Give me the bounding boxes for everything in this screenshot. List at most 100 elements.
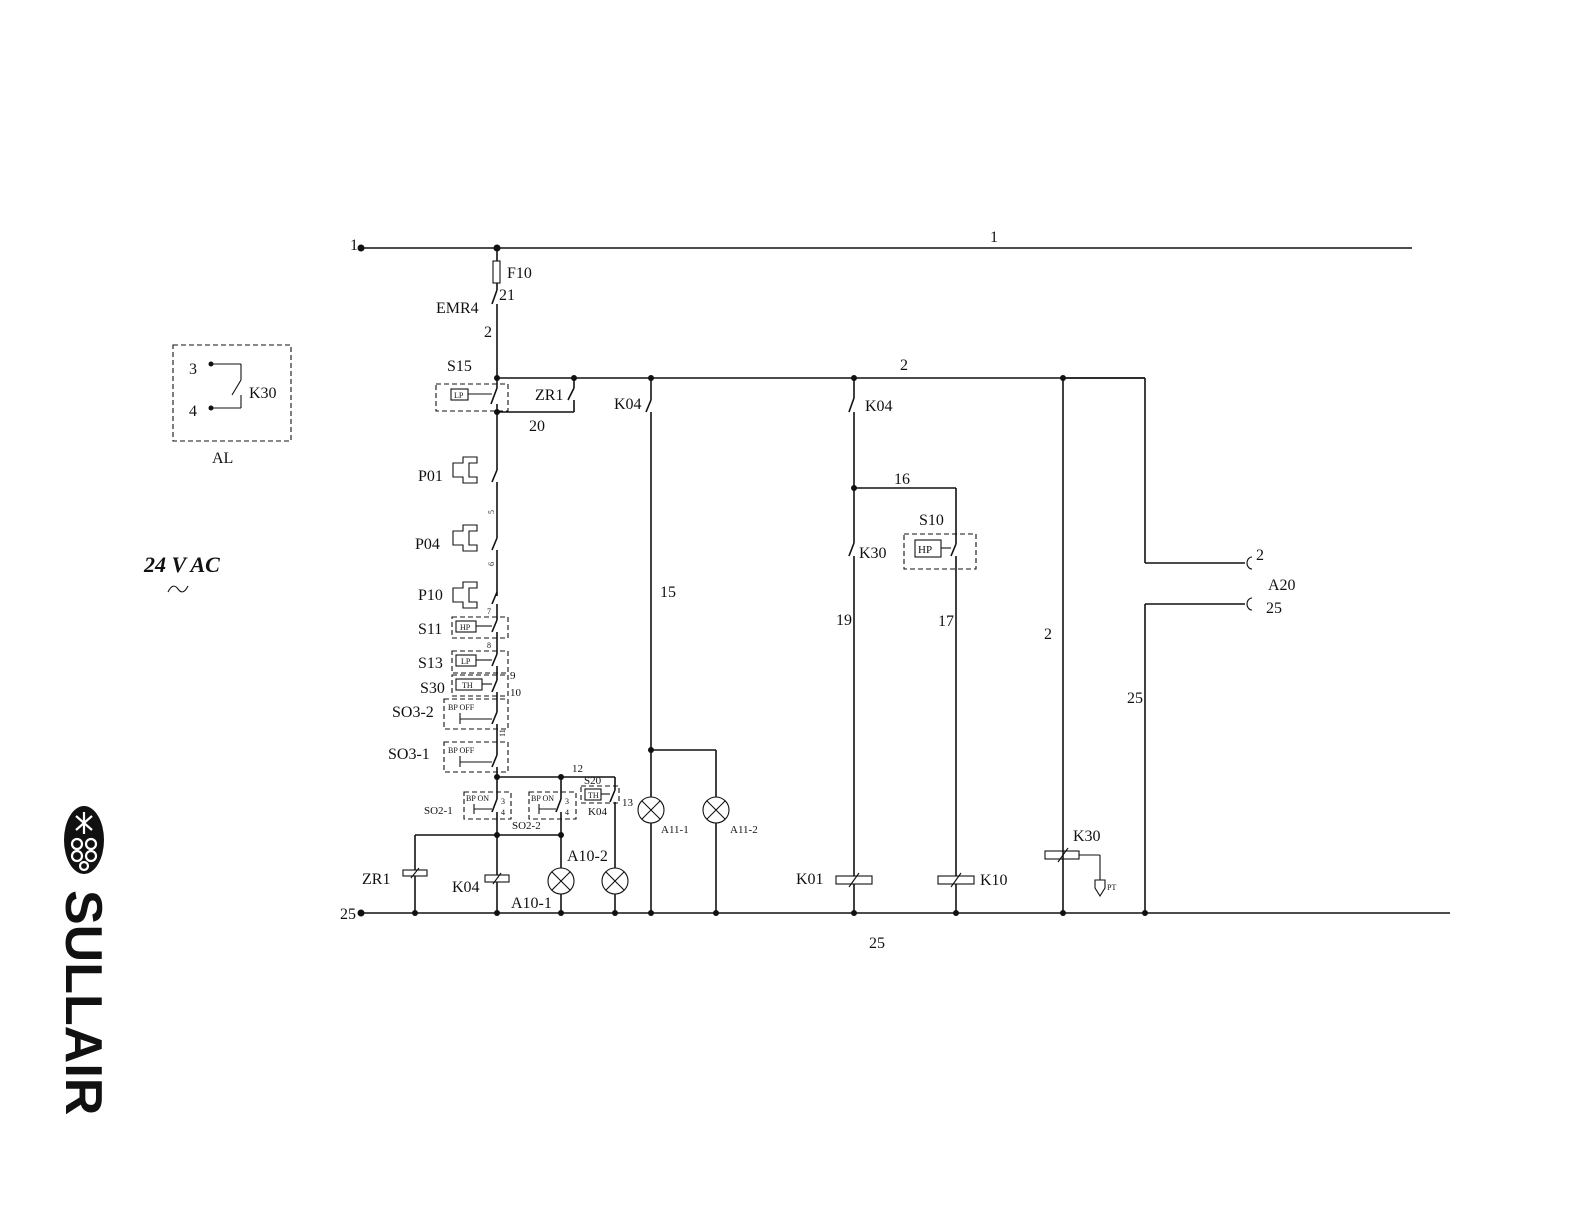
s13-label: S13 <box>418 655 443 672</box>
wire-11-label: 11 <box>498 729 507 737</box>
k04-contact-b-label: K04 <box>865 398 893 415</box>
brand-wordmark: SULLAIR <box>54 890 112 1115</box>
coil-k10: K10 <box>938 872 1008 913</box>
k30-coil-label: K30 <box>1073 828 1101 845</box>
wire-9-label: 9 <box>510 670 516 682</box>
supply-rail-25: 25 25 <box>340 906 1450 952</box>
zr1-contact: ZR1 20 <box>494 378 574 435</box>
switch-s30: TH S30 10 <box>420 675 522 702</box>
switch-s10: HP S10 17 <box>904 488 976 876</box>
rail-25-mid-label: 25 <box>869 935 885 952</box>
emr4-label: EMR4 <box>436 300 479 317</box>
so3-1-label: SO3-1 <box>388 746 430 763</box>
rail-2: 2 <box>494 357 1145 381</box>
fuse-f10: F10 <box>493 248 532 290</box>
switch-so3-1: BP OFF SO3-1 <box>388 742 508 777</box>
s30-tag: TH <box>462 681 473 690</box>
wire-12-label: 12 <box>572 763 583 775</box>
lamp-a10-2: A10-2 <box>567 848 628 913</box>
supply-voltage: 24 V AC <box>143 552 220 592</box>
so2-1-term-4: 4 <box>501 808 505 817</box>
k04-contact-branch: K04 15 <box>614 378 716 797</box>
wire-10-label: 10 <box>510 687 522 699</box>
ac-wave-icon <box>168 586 188 592</box>
zr1-coil-label: ZR1 <box>362 871 390 888</box>
coil-k04: K04 <box>452 873 509 896</box>
wire-13-label: 13 <box>622 797 634 809</box>
a11-1-label: A11-1 <box>661 824 689 836</box>
rail-25-left-label: 25 <box>340 906 356 923</box>
pressure-switch-p01: P01 5 <box>418 457 497 538</box>
a10-1-label: A10-1 <box>511 895 552 912</box>
pressure-switch-p04: P04 6 <box>415 525 497 596</box>
s15-label: S15 <box>447 358 472 375</box>
p01-label: P01 <box>418 468 443 485</box>
so2-1-term-3: 3 <box>501 797 505 806</box>
legend-al: 3 4 K30 AL <box>173 345 291 467</box>
switch-so2-1: BP ON 3 4 SO2-1 <box>424 777 511 835</box>
k30-coil-branch: 2 K30 PT <box>1044 378 1116 913</box>
k04-contact-a-label: K04 <box>614 396 642 413</box>
so2-2-term-3: 3 <box>565 797 569 806</box>
lamp-a11-1: A11-1 <box>638 797 689 913</box>
legend-terminal-4: 4 <box>189 403 197 420</box>
wire-20-label: 20 <box>529 418 545 435</box>
wire-21-label: 21 <box>499 287 515 304</box>
s11-tag: HP <box>460 623 471 632</box>
wire-7-label: 7 <box>487 607 491 616</box>
s15-tag: LP <box>454 391 464 400</box>
legend-terminal-3: 3 <box>189 361 197 378</box>
switch-s13: LP S13 9 <box>418 651 516 682</box>
legend-caption: AL <box>212 450 233 467</box>
rail-2-label: 2 <box>900 357 908 374</box>
main-chain: P01 5 P04 6 P10 7 HP S11 8 <box>388 412 522 777</box>
so2-1-tag: BP ON <box>466 794 489 803</box>
lamp-a10-1: A10-1 <box>511 868 574 913</box>
so3-2-label: SO3-2 <box>392 704 434 721</box>
pt-label: PT <box>1107 883 1116 892</box>
wire-25-col-label: 25 <box>1127 690 1143 707</box>
p10-label: P10 <box>418 587 443 604</box>
s10-tag: HP <box>918 544 932 556</box>
so2-1-label: SO2-1 <box>424 805 453 817</box>
fuse-label: F10 <box>507 265 532 282</box>
s20-tag: TH <box>588 791 599 800</box>
so3-1-tag: BP OFF <box>448 746 475 755</box>
voltage-label: 24 V AC <box>143 552 220 577</box>
s10-label: S10 <box>919 512 944 529</box>
lamp-a11-2: A11-2 <box>703 797 758 913</box>
so2-2-tag: BP ON <box>531 794 554 803</box>
switch-so3-2: BP OFF SO3-2 11 <box>392 699 508 742</box>
a10-2-label: A10-2 <box>567 848 608 865</box>
k01-coil-label: K01 <box>796 871 824 888</box>
sullair-logo: SULLAIR <box>54 806 112 1115</box>
wire-6-label: 6 <box>487 562 496 566</box>
wire-15-label: 15 <box>660 584 676 601</box>
s13-tag: LP <box>461 657 471 666</box>
k04-coil-label: K04 <box>452 879 480 896</box>
switch-s11: HP S11 8 <box>418 617 508 654</box>
supply-rail-1: 1 1 <box>350 229 1412 254</box>
a20-term-25: 25 <box>1266 600 1282 617</box>
s11-label: S11 <box>418 621 442 638</box>
zr1-contact-label: ZR1 <box>535 387 563 404</box>
s30-label: S30 <box>420 680 445 697</box>
wire-17-label: 17 <box>938 613 954 630</box>
wire-5-label: 5 <box>487 510 496 514</box>
a20-label: A20 <box>1268 577 1296 594</box>
wire-8-label: 8 <box>487 641 491 650</box>
wire-2-label: 2 <box>484 324 492 341</box>
so2-2-term-4: 4 <box>565 808 569 817</box>
pressure-switch-p10: P10 7 <box>418 582 497 620</box>
so2-2-label: SO2-2 <box>512 820 541 832</box>
a20-term-2: 2 <box>1256 547 1264 564</box>
s20-label: S20 <box>584 775 602 787</box>
coil-k01: K01 <box>796 871 872 913</box>
k30-contact-label: K30 <box>859 545 887 562</box>
coil-zr1: ZR1 <box>362 868 427 888</box>
so3-2-tag: BP OFF <box>448 703 475 712</box>
wire-2-col-label: 2 <box>1044 626 1052 643</box>
wire-16-label: 16 <box>894 471 910 488</box>
